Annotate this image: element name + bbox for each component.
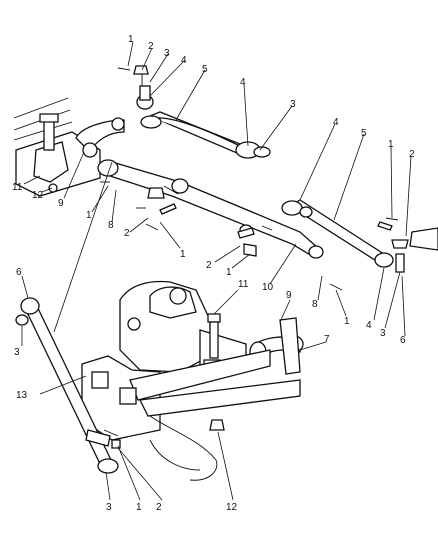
callout-22: 8 [312,299,318,310]
callout-4: 4 [181,55,187,66]
callout-32: 7 [324,334,330,345]
callout-21: 10 [262,282,274,293]
callout-12: 11 [12,182,23,193]
leader-lines [21,41,412,501]
callout-3: 3 [164,48,170,59]
callout-9: 5 [361,128,367,139]
steering-gear-frame [81,280,301,481]
cotter-nut-top [117,65,149,86]
callout-20: 1 [226,267,232,278]
callout-11: 2 [409,149,415,160]
callout-7: 3 [290,99,296,110]
callout-14: 9 [58,198,64,209]
callout-19: 2 [206,260,212,271]
callout-2: 2 [148,41,154,52]
callout-17: 2 [124,228,130,239]
tie-rod-upper [136,85,271,159]
tie-rod-right [281,199,438,273]
callout-8: 4 [333,117,339,128]
callout-28: 3 [14,347,20,358]
callout-24: 4 [366,320,372,331]
callout-31: 9 [286,290,292,301]
callout-25: 3 [380,328,386,339]
callout-23: 1 [344,316,350,327]
callout-10: 1 [388,139,394,150]
callout-34: 1 [136,502,142,513]
callout-1: 1 [128,34,134,45]
center-link [97,159,324,259]
callout-labels: 1 2 3 4 5 4 3 4 5 1 2 11 12 9 1 8 2 1 2 … [12,34,415,513]
callout-16: 8 [108,220,114,231]
callout-5: 5 [202,64,208,75]
callout-6: 4 [240,77,246,88]
callout-13: 12 [32,190,44,201]
callout-18: 1 [180,249,186,260]
callout-29: 13 [16,390,28,401]
drag-link [15,297,119,474]
callout-15: 1 [86,210,92,221]
callout-30: 11 [238,279,249,290]
callout-27: 6 [16,267,22,278]
callout-26: 6 [400,335,406,346]
callout-36: 12 [226,502,238,513]
idler-arm-bracket-upper [33,113,125,193]
fasteners [100,181,399,291]
callout-33: 3 [106,502,112,513]
callout-35: 2 [156,502,162,513]
bolt-lower [207,313,221,359]
